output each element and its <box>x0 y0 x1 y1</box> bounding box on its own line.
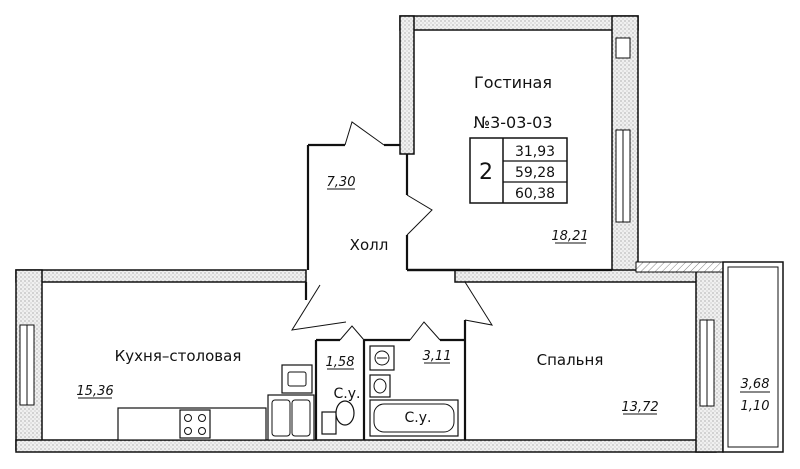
hall-name: Холл <box>350 236 389 254</box>
fridge-icon <box>267 394 315 441</box>
area-total: 59,28 <box>515 165 555 181</box>
apartment-number: №3-03-03 <box>473 113 552 132</box>
inner-walls <box>304 143 612 440</box>
kitchen-walls <box>15 269 717 453</box>
kitchen-name: Кухня–столовая <box>115 347 242 365</box>
bathroom-fixtures <box>321 345 459 437</box>
kitchen-fixtures <box>117 364 315 441</box>
balcony <box>722 261 784 453</box>
balcony-area-2: 1,10 <box>741 399 770 414</box>
bathroom-large-name: С.у. <box>405 410 432 426</box>
bedroom-name: Спальня <box>537 351 604 369</box>
rooms-count: 2 <box>479 160 493 185</box>
bathroom-large-area: 3,11 <box>423 349 452 364</box>
hall-area: 7,30 <box>327 175 356 190</box>
washbasin-icon <box>369 374 391 398</box>
toilet-icon <box>335 400 355 426</box>
area-underlines <box>78 188 770 415</box>
kitchen-area: 15,36 <box>76 384 113 399</box>
doors <box>291 121 494 341</box>
bathroom-small-name: С.у. <box>334 386 361 402</box>
apartment-info-box: 2 31,93 59,28 60,38 <box>469 137 568 204</box>
bathroom-small-area: 1,58 <box>326 355 355 370</box>
stove-icon <box>179 409 211 439</box>
area-total-with-balcony: 60,38 <box>515 186 555 202</box>
living-room-name: Гостиная <box>474 73 552 92</box>
area-living: 31,93 <box>515 144 555 160</box>
sink-icon <box>281 364 313 394</box>
bathtub-icon <box>369 399 459 437</box>
living-room-area: 18,21 <box>551 229 588 244</box>
bedroom-area: 13,72 <box>621 400 658 415</box>
balcony-area-1: 3,68 <box>741 377 770 392</box>
bedroom-walls <box>454 269 724 453</box>
